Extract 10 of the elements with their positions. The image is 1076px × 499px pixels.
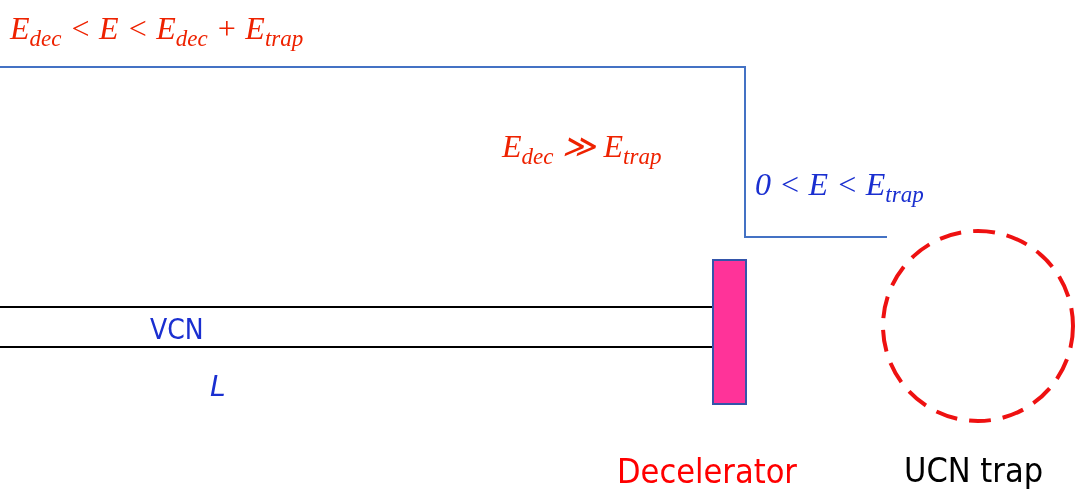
energy-condition-formula: E$_{dec}$ ≫ E$_{trap}$: [502, 130, 662, 168]
tube-label: VCN: [150, 316, 204, 344]
trap-circle: [880, 228, 1076, 424]
energy-range-formula: E$_{dec}$ < E < E$_{dec}$ + E$_{trap}$: [10, 12, 304, 50]
guide-tube: [0, 306, 714, 348]
decelerator-bar: [712, 259, 747, 405]
component-caption: Decelerator: [617, 454, 797, 488]
component-caption: UCN trap: [904, 453, 1044, 487]
energy-range-formula: 0 < E < E$_{trap}$: [755, 168, 924, 206]
length-symbol: L: [210, 373, 226, 401]
